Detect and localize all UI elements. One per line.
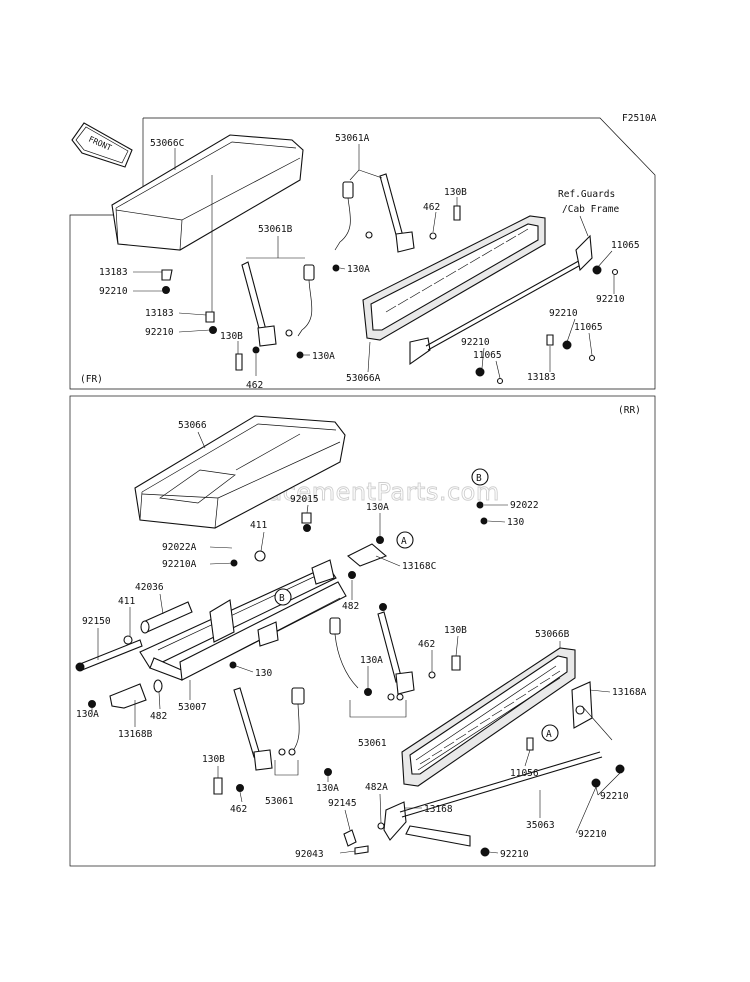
part-label: 462 (418, 639, 435, 650)
rear-leader-lines (91, 431, 621, 854)
svg-text:A: A (546, 729, 552, 740)
part-label: 13183 (145, 308, 174, 319)
part-label: 130A (312, 351, 335, 362)
part-label: 130A (316, 783, 339, 794)
part-label: 53007 (178, 702, 207, 713)
part-label: 92210 (578, 829, 607, 840)
part-label: 92150 (82, 616, 111, 627)
part-label: 482 (342, 601, 359, 612)
part-label: 130A (360, 655, 383, 666)
part-label: 92145 (328, 798, 357, 809)
part-label: 11056 (510, 768, 539, 779)
front-leader-lines (133, 144, 615, 379)
part-label: 92210 (99, 286, 128, 297)
figure-code: F2510A (622, 113, 657, 124)
part-label: 462 (423, 202, 440, 213)
part-label: 13168A (612, 687, 647, 698)
rear-seatbelt-center (329, 611, 461, 718)
front-backrest-bar (161, 175, 619, 385)
callout-a-rear-top: A (396, 531, 414, 549)
front-arrow-icon: FRONT (71, 122, 133, 168)
front-part-labels: 53066C 53061A 130B 462 13183 92210 13183… (99, 133, 640, 391)
part-label: 482 (150, 711, 167, 722)
part-label: 92210 (461, 337, 490, 348)
rear-part-labels: 53066 92015 411 92022A 92210A 130A 13168… (76, 420, 647, 860)
rear-section-label: (RR) (618, 405, 641, 416)
front-section-label: (FR) (80, 374, 103, 385)
callout-a-rear-bottom: A (541, 724, 559, 742)
part-label: 411 (118, 596, 135, 607)
rear-seatbelt-left (213, 687, 332, 795)
part-label: 92210 (145, 327, 174, 338)
part-label: 130 (255, 668, 272, 679)
part-label: 13168B (118, 729, 153, 740)
front-seat-cushion (111, 134, 304, 251)
svg-text:B: B (279, 593, 285, 604)
part-label: 130B (444, 625, 467, 636)
callout-b-rear-frame: B (274, 588, 292, 606)
rear-right-bracket (347, 536, 388, 611)
part-label: 130B (202, 754, 225, 765)
rear-left-bracket (88, 661, 237, 709)
rear-right-backrest-bracket (571, 681, 593, 729)
part-label: 462 (246, 380, 263, 391)
part-label: 92043 (295, 849, 324, 860)
part-label: 130A (366, 502, 389, 513)
part-label: 92022A (162, 542, 197, 553)
svg-text:A: A (401, 536, 407, 547)
part-label: 42036 (135, 582, 164, 593)
part-label: 411 (250, 520, 267, 531)
part-label: 13183 (527, 372, 556, 383)
part-label: 92210 (500, 849, 529, 860)
part-label: 11065 (574, 322, 603, 333)
part-label: 130 (507, 517, 524, 528)
front-seatbelt-left (235, 261, 315, 371)
part-label: 92015 (290, 494, 319, 505)
part-label: 130B (444, 187, 467, 198)
part-label: 92022 (510, 500, 539, 511)
part-label: 53066 (178, 420, 207, 431)
part-label: 92210 (596, 294, 625, 305)
rear-hinge-tube (75, 501, 488, 672)
part-label: 130B (220, 331, 243, 342)
part-label: 92210 (549, 308, 578, 319)
part-label: 92210A (162, 559, 197, 570)
part-label: 130A (76, 709, 99, 720)
part-label: 13168 (424, 804, 453, 815)
part-label: 11065 (611, 240, 640, 251)
part-label: 462 (230, 804, 247, 815)
callout-b-rear-top: B (471, 468, 489, 486)
ref-note-line2: /Cab Frame (562, 204, 619, 215)
front-seatbelt-right (332, 173, 461, 272)
svg-text:B: B (476, 473, 482, 484)
front-backrest (362, 215, 546, 341)
ref-note-line1: Ref.Guards (558, 189, 615, 200)
part-label: 53061 (265, 796, 294, 807)
part-label: 13183 (99, 267, 128, 278)
part-label: 53066B (535, 629, 570, 640)
part-label: 53061 (358, 738, 387, 749)
part-label: 11065 (473, 350, 502, 361)
part-label: 482A (365, 782, 388, 793)
rear-backrest (401, 647, 576, 787)
part-label: 53066C (150, 138, 184, 149)
part-label: 35063 (526, 820, 555, 831)
part-label: 53061B (258, 224, 293, 235)
rear-section-border (69, 395, 656, 867)
part-label: 53061A (335, 133, 370, 144)
rear-seat-cushion (134, 415, 346, 529)
part-label: 92210 (600, 791, 629, 802)
part-label: 13168C (402, 561, 436, 572)
rear-backrest-bar (343, 737, 625, 857)
part-label: 130A (347, 264, 370, 275)
part-label: 53066A (346, 373, 381, 384)
